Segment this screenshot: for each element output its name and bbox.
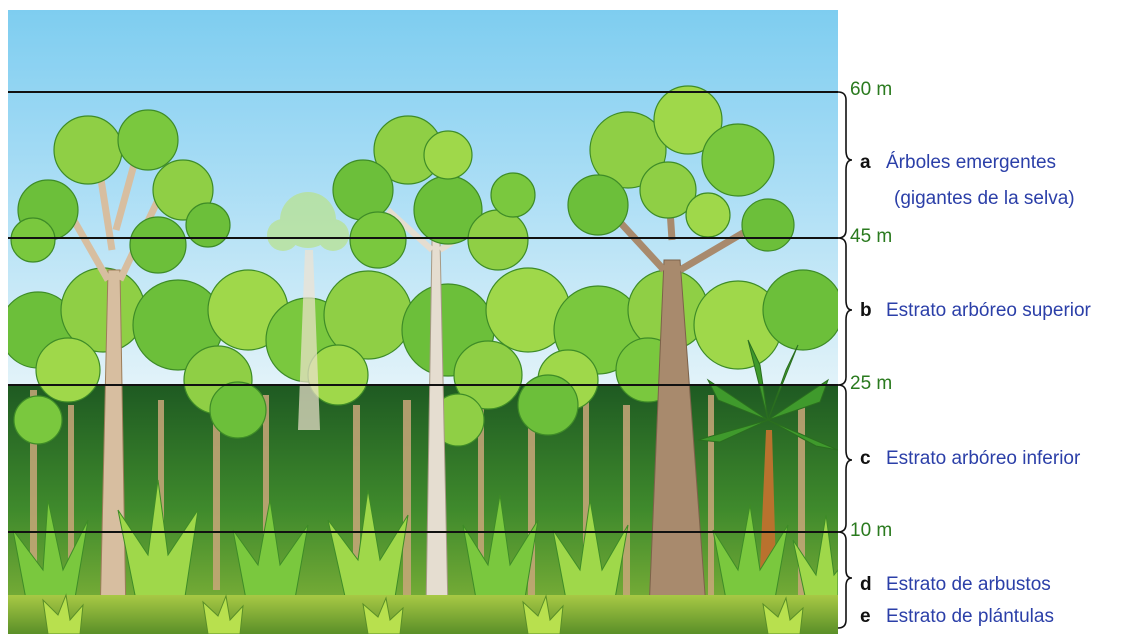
height-label-10m: 10 m [850,520,892,542]
layer-legend: 60 m 45 m 25 m 10 m aÁrboles emergentes … [838,0,1145,634]
layer-a: aÁrboles emergentes [860,152,1056,174]
layer-c: cEstrato arbóreo inferior [860,448,1080,470]
height-label-60m: 60 m [850,79,892,101]
layer-e: eEstrato de plántulas [860,606,1054,628]
layer-a-name: Árboles emergentes [886,152,1056,173]
rainforest-illustration [8,10,838,634]
layer-b-name: Estrato arbóreo superior [886,300,1091,321]
layer-a-letter: a [860,152,886,174]
ground [8,595,838,634]
layer-b-letter: b [860,300,886,322]
layer-d: dEstrato de arbustos [860,574,1051,596]
layer-e-letter: e [860,606,886,628]
layer-d-name: Estrato de arbustos [886,574,1051,595]
layer-b: bEstrato arbóreo superior [860,300,1091,322]
layer-d-letter: d [860,574,886,596]
layer-a-subname: (gigantes de la selva) [894,188,1075,210]
layer-e-name: Estrato de plántulas [886,606,1054,627]
layer-c-letter: c [860,448,886,470]
rainforest-svg [8,10,838,634]
height-label-25m: 25 m [850,373,892,395]
height-label-45m: 45 m [850,226,892,248]
layer-c-name: Estrato arbóreo inferior [886,448,1080,469]
